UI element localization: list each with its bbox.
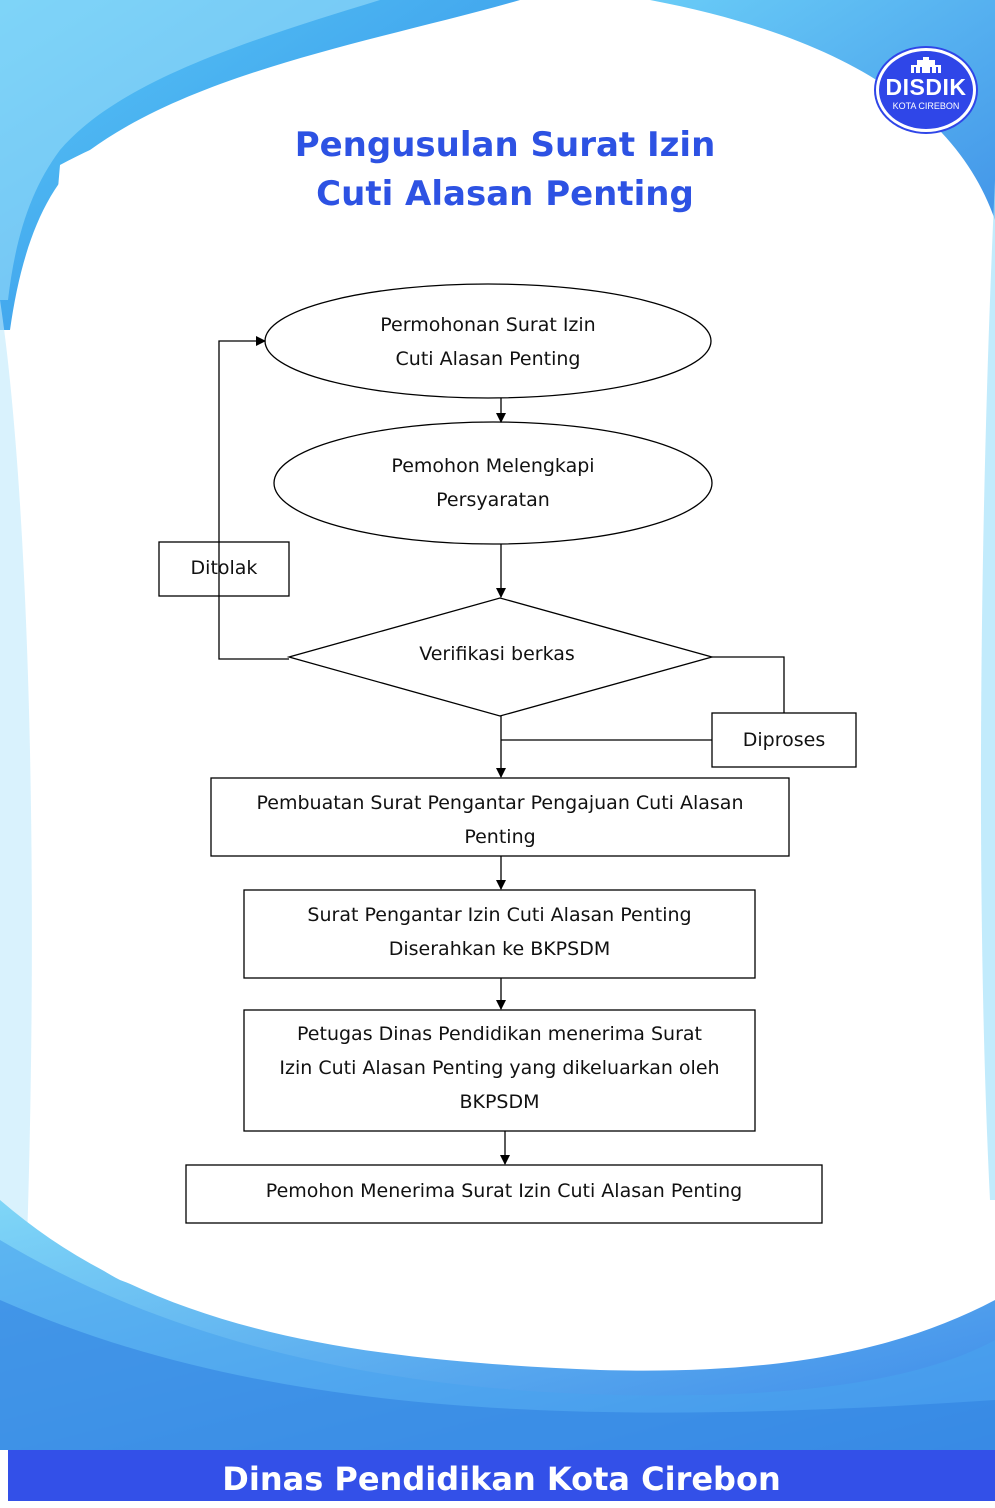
logo-text-main: DISDIK — [885, 74, 967, 100]
receive-permit-line2: Izin Cuti Alasan Penting yang dikeluarka… — [279, 1057, 720, 1079]
processed-box — [711, 712, 857, 768]
rejected-label: Ditolak — [190, 557, 258, 579]
verification-decision — [286, 597, 715, 717]
applicant-receives-label: Pemohon Menerima Surat Izin Cuti Alasan … — [265, 1180, 743, 1202]
page-title-line2: Cuti Alasan Penting — [316, 174, 694, 214]
start-node-label: Permohonan Surat Izin Cuti Alasan Pentin… — [308, 308, 668, 376]
start-label-line2: Cuti Alasan Penting — [395, 348, 581, 370]
building-icon — [911, 57, 941, 73]
requirements-label-line2: Persyaratan — [436, 489, 550, 511]
receive-permit-label: Petugas Dinas Pendidikan menerima Surat … — [244, 1017, 755, 1119]
decision-label: Verifikasi berkas — [419, 643, 575, 665]
cover-letter-line1: Pembuatan Surat Pengantar Pengajuan Cuti… — [256, 792, 744, 814]
submit-bkpsdm-box — [243, 889, 756, 979]
disdik-logo: DISDIK KOTA CIREBON — [876, 48, 976, 132]
cover-letter-label: Pembuatan Surat Pengantar Pengajuan Cuti… — [211, 786, 789, 854]
receive-permit-line3: BKPSDM — [459, 1091, 540, 1113]
submit-bkpsdm-label: Surat Pengantar Izin Cuti Alasan Penting… — [244, 898, 755, 966]
submit-bkpsdm-line1: Surat Pengantar Izin Cuti Alasan Penting — [307, 904, 692, 926]
page-title-line1: Pengusulan Surat Izin — [294, 125, 716, 165]
arrow-rejected-loop — [218, 336, 289, 660]
cover-letter-line2: Penting — [464, 826, 536, 848]
rejected-box — [158, 541, 290, 597]
submit-bkpsdm-line2: Diserahkan ke BKPSDM — [388, 938, 611, 960]
receive-permit-line1: Petugas Dinas Pendidikan menerima Surat — [297, 1023, 702, 1045]
cover-letter-box — [210, 777, 790, 857]
line-decision-to-processed — [712, 656, 785, 713]
processed-label: Diproses — [742, 729, 826, 751]
requirements-label-line1: Pemohon Melengkapi — [391, 455, 595, 477]
logo-text-sub: KOTA CIREBON — [892, 101, 960, 111]
receive-permit-box — [243, 1009, 756, 1132]
applicant-receives-box — [185, 1164, 823, 1224]
requirements-node — [273, 421, 713, 545]
requirements-node-label: Pemohon Melengkapi Persyaratan — [313, 449, 673, 517]
footer-banner: Dinas Pendidikan Kota Cirebon — [8, 1450, 995, 1501]
start-label-line1: Permohonan Surat Izin — [380, 314, 596, 336]
